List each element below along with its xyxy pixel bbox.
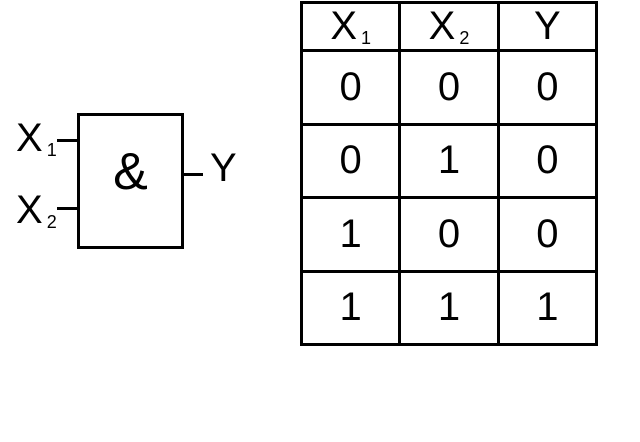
truth-table-cell: 0 <box>299 49 402 126</box>
and-gate-body: & <box>77 113 184 249</box>
truth-table-cell: 1 <box>398 269 500 346</box>
input-wire-2 <box>57 207 78 210</box>
input-label-x2-base: X <box>16 188 43 232</box>
and-gate-symbol: & <box>113 143 148 201</box>
input-label-x1-base: X <box>16 116 43 160</box>
header-x1-base: X <box>330 4 357 48</box>
input-wire-1 <box>57 139 78 142</box>
truth-table-row: 1 1 1 <box>299 269 599 346</box>
header-x2-subscript: 2 <box>459 28 470 48</box>
truth-table-cell: 0 <box>398 49 500 126</box>
input-label-x2-subscript: 2 <box>46 212 57 232</box>
output-label-y-base: Y <box>210 146 237 190</box>
truth-table-cell: 0 <box>299 122 402 199</box>
truth-table-cell: 1 <box>299 269 402 346</box>
output-label-y: Y <box>210 148 237 188</box>
truth-table-cell: 1 <box>496 269 599 346</box>
truth-table-cell: 0 <box>496 49 599 126</box>
truth-table-cell: 0 <box>496 122 599 199</box>
truth-table-row: 1 0 0 <box>299 196 599 273</box>
header-x1-subscript: 1 <box>361 28 372 48</box>
truth-table-cell: 1 <box>398 122 500 199</box>
truth-table-cell: 1 <box>299 196 402 273</box>
input-label-x1-subscript: 1 <box>46 140 57 160</box>
truth-table-row: 0 0 0 <box>299 49 599 126</box>
truth-table-cell: 0 <box>496 196 599 273</box>
truth-table-row: 0 1 0 <box>299 122 599 199</box>
truth-table-cell: 0 <box>398 196 500 273</box>
header-y-base: Y <box>533 4 561 48</box>
output-wire <box>183 173 203 176</box>
header-x2-base: X <box>428 4 456 48</box>
truth-table-header-y: Y <box>496 1 599 52</box>
